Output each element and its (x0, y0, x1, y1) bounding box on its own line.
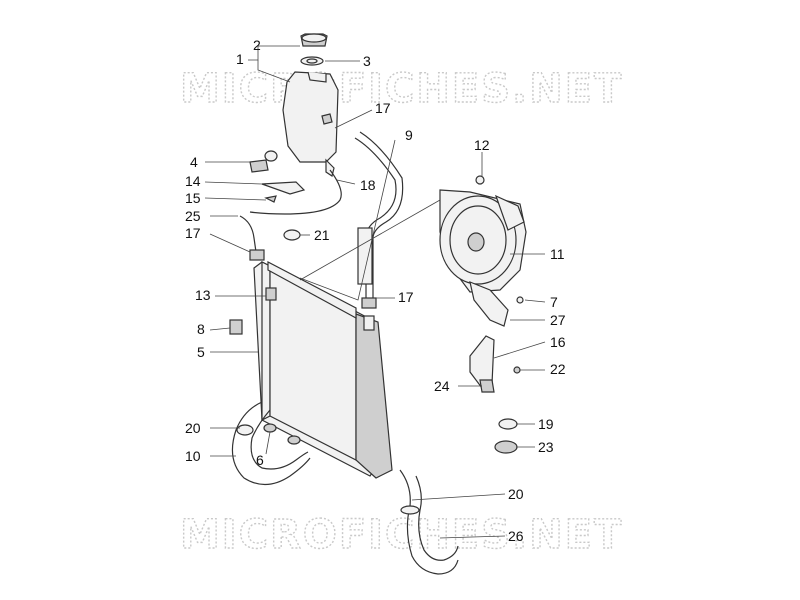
callout-19: 19 (538, 416, 554, 432)
callout-4: 4 (190, 154, 198, 170)
callout-12: 12 (474, 137, 490, 153)
callout-17-top: 17 (375, 100, 391, 116)
rubber-grommet-4 (249, 150, 278, 173)
callout-10: 10 (185, 448, 201, 464)
hose-25 (239, 215, 257, 253)
clamp-17-right (361, 297, 377, 309)
bracket-14 (261, 181, 306, 195)
callout-24: 24 (434, 378, 450, 394)
callout-1: 1 (236, 51, 244, 67)
callout-17-right: 17 (398, 289, 414, 305)
callout-18: 18 (360, 177, 376, 193)
hose-26 (399, 469, 459, 575)
callout-21: 21 (314, 227, 330, 243)
callout-8: 8 (197, 321, 205, 337)
callout-14: 14 (185, 173, 201, 189)
callout-5: 5 (197, 344, 205, 360)
clip-8 (229, 319, 243, 335)
callout-20-right: 20 (508, 486, 524, 502)
expansion-tank-cap (300, 33, 328, 66)
expansion-tank (282, 71, 339, 177)
callout-6: 6 (256, 452, 264, 468)
clamp-19 (498, 418, 518, 430)
screw-22 (513, 366, 521, 374)
callout-27: 27 (550, 312, 566, 328)
callout-20-left: 20 (185, 420, 201, 436)
clamp-17-left (249, 249, 265, 261)
callout-9: 9 (405, 127, 413, 143)
callout-16: 16 (550, 334, 566, 350)
callout-15: 15 (185, 190, 201, 206)
leader-lines (204, 45, 546, 539)
hose-10-and-6 (231, 401, 311, 486)
callout-2: 2 (253, 37, 261, 53)
callout-17-left: 17 (185, 225, 201, 241)
hose-18 (249, 169, 342, 215)
clamp-21 (283, 229, 301, 241)
nut-7 (516, 296, 524, 304)
radiator (253, 261, 393, 479)
callout-26: 26 (508, 528, 524, 544)
watermark-bottom: MICROFICHES.NET (180, 512, 623, 558)
clamp-23 (494, 440, 518, 454)
callout-22: 22 (550, 361, 566, 377)
callout-7: 7 (550, 294, 558, 310)
callout-3: 3 (363, 53, 371, 69)
watermark-top: MICROFICHES.NET (180, 66, 623, 112)
callout-25: 25 (185, 208, 201, 224)
screw-15 (264, 195, 277, 203)
callout-13: 13 (195, 287, 211, 303)
cooling-fan-assembly (439, 175, 527, 327)
callout-23: 23 (538, 439, 554, 455)
bracket-16 (469, 335, 495, 393)
callout-11: 11 (550, 246, 565, 262)
hose-9 (354, 131, 404, 300)
